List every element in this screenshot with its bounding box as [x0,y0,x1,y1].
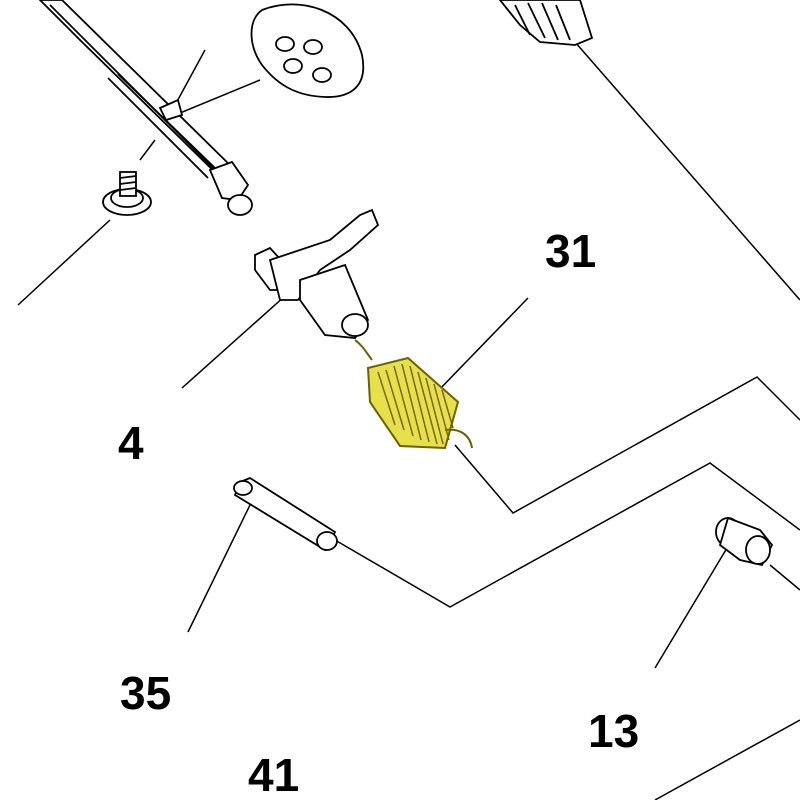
plate-part [250,3,365,98]
lever-part-4 [254,208,380,339]
leader-lines [17,41,800,800]
leader-line-31-right [454,376,800,514]
leader-line-bottom [654,719,800,800]
leader-line-13 [654,547,728,669]
rod-part [38,0,253,216]
spring-part-top [498,0,594,46]
spring-part-31-highlighted [354,339,473,450]
leader-line-35-right [334,462,800,608]
callout-label-35: 35 [120,667,172,719]
leader-line-35 [187,504,251,633]
leader-line-screw [17,219,111,306]
leader-line-top-spring [574,41,800,301]
leader-line-13-right [769,564,800,591]
leader-line-31 [436,297,529,393]
callout-label-41: 41 [248,749,300,801]
leader-line-rod [166,49,261,120]
leader-line-4 [181,295,286,389]
callout-label-4: 4 [118,417,144,469]
bushing-part-13 [715,516,774,567]
callout-label-13: 13 [588,705,640,757]
pin-part-35 [233,476,338,552]
screw-part [102,171,152,216]
callout-label-31: 31 [545,225,597,277]
leader-line-rod-lower [139,139,156,161]
